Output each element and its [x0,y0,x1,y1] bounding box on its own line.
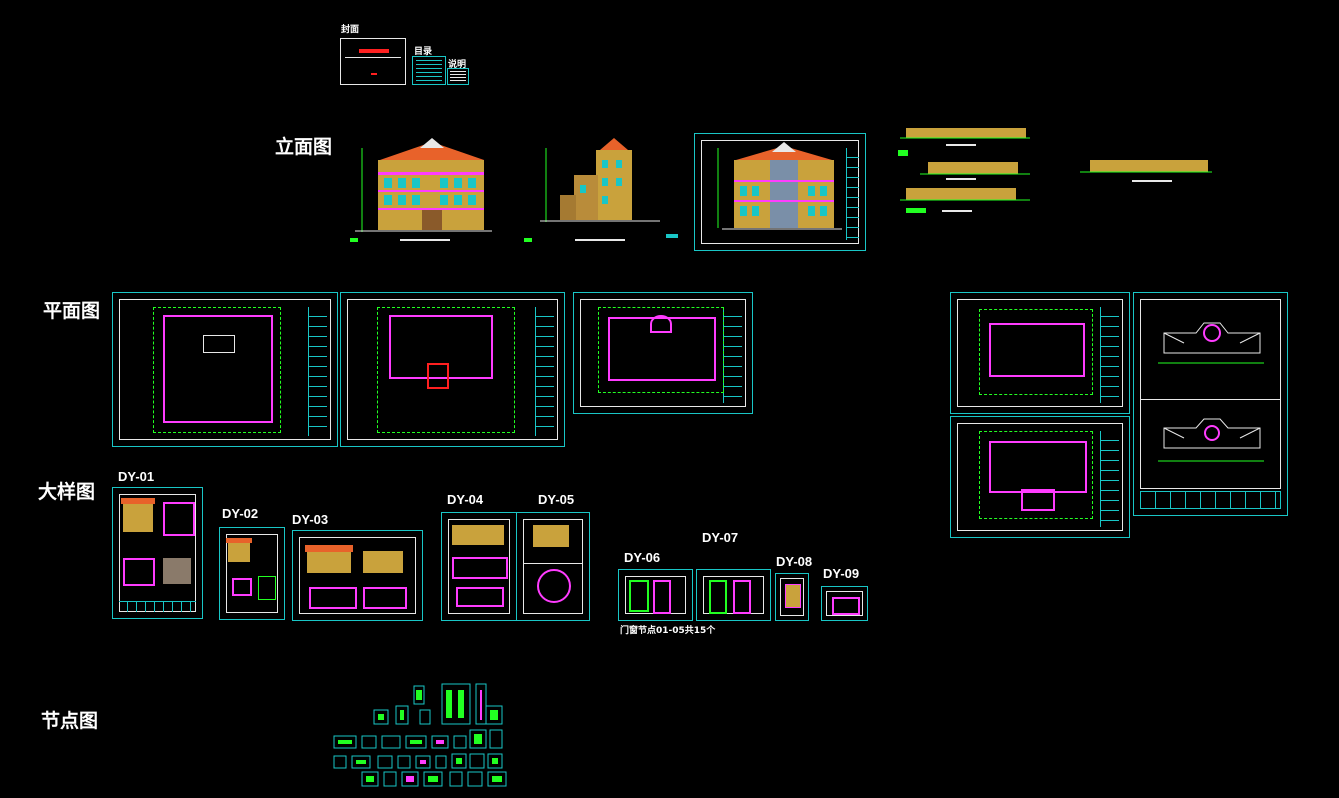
dy-02-label: DY-02 [222,506,259,521]
plan-2-core [427,363,449,389]
contents-table [416,60,442,81]
long-elevations [898,128,1212,213]
door-window-note: 门窗节点01-05共15个 [620,626,716,636]
dy-08-drawing [785,584,801,608]
dy-01-gate [123,502,153,532]
dy-08-sheet[interactable] [775,573,809,621]
plan-sheet-5[interactable] [950,416,1130,538]
dy-01-elev [163,558,191,584]
plan-1-walls [163,315,273,423]
dy-04-label: DY-04 [447,492,484,507]
details-label: 大样图 [38,481,96,503]
dy-02-section [258,576,276,600]
nodes-label: 节点图 [41,710,99,732]
dy-03-section [363,587,407,609]
roof-plan-drawing [1158,322,1264,462]
roof-plan-frame [1140,299,1281,489]
dy-01-label: DY-01 [118,469,155,484]
dy-05-sheet[interactable] [516,512,590,621]
contents-label: 目录 [414,47,433,57]
plan-2-walls [389,315,493,379]
contents-sheet[interactable] [412,56,446,85]
dy-08-label: DY-08 [776,554,813,569]
dy-05-plan-circle [537,569,571,603]
dy-06-window [629,580,649,612]
dy-03-roof-1 [305,545,353,552]
dy-02-plan [232,578,252,596]
dy-09-frame [826,591,863,616]
cover-line [345,57,401,58]
dy-03-elev-2 [363,551,403,573]
plan-4-dim [979,309,1093,395]
plan-3-dim [598,307,724,393]
plan-2-dim [377,307,515,433]
dy-04-plan [456,587,504,607]
plan-sheet-2[interactable] [340,292,565,447]
dy-09-label: DY-09 [823,566,860,581]
plan-sheet-3[interactable] [573,292,753,414]
plan-5-dim [979,431,1093,519]
cover-sheet[interactable] [340,38,406,85]
dy-01-titleblock [119,601,196,612]
elevation-sheet-3-drawing [717,142,842,230]
cover-title-bar [359,49,389,53]
dy-04-mid [452,557,508,579]
dy-03-sheet[interactable] [292,530,423,621]
roof-plan-titleblock [1140,491,1281,509]
dy-09-sheet[interactable] [821,586,868,621]
roof-plan-divider [1140,399,1281,400]
cover-label: 封面 [341,25,360,35]
dy-05-label: DY-05 [538,492,575,507]
cover-mark [371,73,377,75]
dy-07-label: DY-07 [702,530,739,545]
dy-01-sheet[interactable] [112,487,203,619]
dy-06-door [653,580,671,614]
elevations-label: 立面图 [275,136,333,158]
notes-sheet[interactable] [447,68,469,85]
dy-01-section [163,502,195,536]
plan-5-porch [1021,489,1055,511]
dy-01-plan [123,558,155,586]
dy-07-door [733,580,751,614]
dy-07-sheet[interactable] [696,569,771,621]
plans-label: 平面图 [43,300,101,322]
dy-05-elev [533,525,569,547]
dy-02-sheet[interactable] [219,527,285,620]
dy-03-elev-1 [307,551,351,573]
dy-02-pavilion-roof [226,538,252,543]
dy-06-sheet[interactable] [618,569,693,621]
dy-03-label: DY-03 [292,512,329,527]
notes-label: 说明 [448,60,467,70]
dy-04-elev [452,525,504,545]
dy-05-divider [523,563,583,564]
dy-02-pavilion [228,542,250,562]
plan-1-core [203,335,235,353]
dy-07-window [709,580,727,614]
plan-sheet-1[interactable] [112,292,338,447]
dy-09-drawing [832,597,860,615]
side-elevation-2 [524,138,678,242]
elevation-sheet-3[interactable] [694,133,866,251]
plan-5-walls [989,441,1087,493]
plan-sheet-4[interactable] [950,292,1130,414]
dy-06-label: DY-06 [624,550,661,565]
plan-3-dome [650,315,672,333]
plan-4-walls [989,323,1085,377]
front-elevation-1 [350,138,492,242]
dy-08-frame [780,578,804,616]
dy-03-plan [309,587,357,609]
roof-plan-sheet[interactable] [1133,292,1288,516]
plan-1-dim [153,307,281,433]
notes-text [450,71,466,82]
dy-01-gate-roof [121,498,155,504]
